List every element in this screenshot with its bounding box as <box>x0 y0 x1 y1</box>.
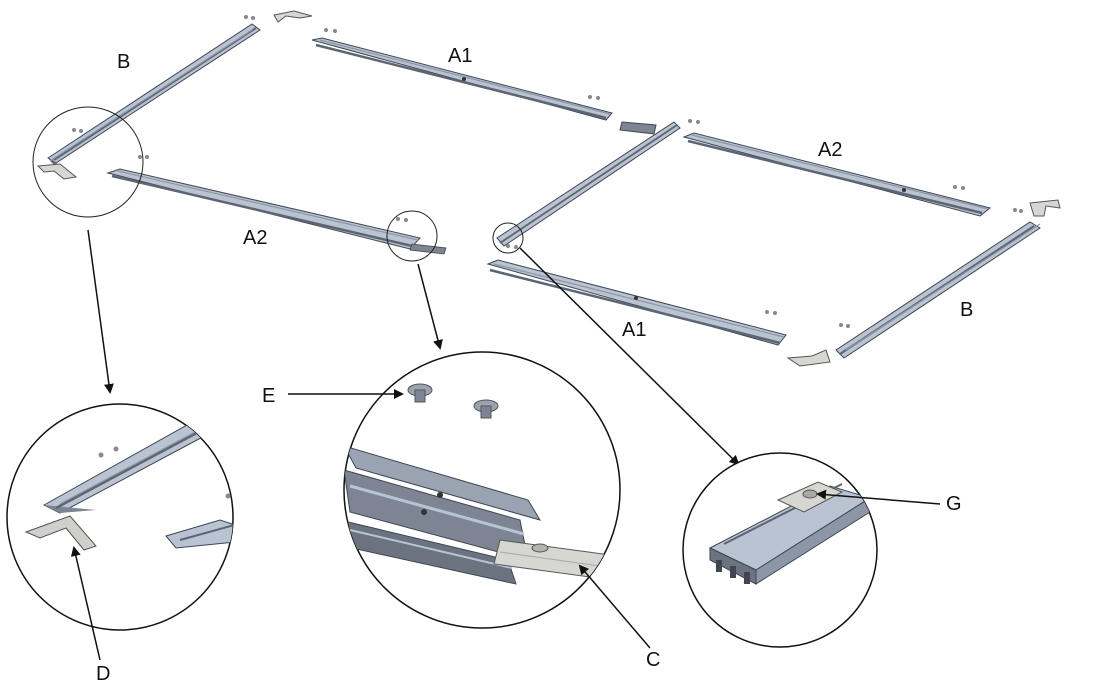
screws-right <box>506 119 1023 328</box>
rail-b-right <box>835 221 1041 359</box>
callout-circle-c-source <box>386 210 438 262</box>
arrow-to-detail-c <box>417 263 443 350</box>
label-g: G <box>946 493 962 515</box>
rail-a1-top <box>311 37 613 121</box>
label-b-left: B <box>117 51 130 73</box>
label-a1-bottom: A1 <box>622 319 646 341</box>
leader-g <box>816 489 941 505</box>
label-c: C <box>646 649 660 671</box>
rail-center-diagonal <box>496 121 681 247</box>
detail-d <box>6 403 234 631</box>
label-b-right: B <box>960 299 973 321</box>
leader-c <box>578 564 651 649</box>
label-d: D <box>96 663 110 685</box>
screws-e <box>407 383 499 419</box>
callout-circle-d-source <box>32 106 144 218</box>
corner-connector-bottom-left <box>36 163 78 180</box>
rail-a2-right <box>682 132 992 217</box>
detail-g <box>682 452 878 648</box>
leader-d <box>70 546 101 661</box>
corner-connector-top-left <box>273 10 313 23</box>
corner-connector-right-bottom <box>786 349 831 367</box>
arrow-to-detail-d <box>87 229 114 394</box>
right-frame <box>486 119 1061 367</box>
label-a2-right: A2 <box>818 139 842 161</box>
label-a1-top: A1 <box>448 45 472 67</box>
arrow-to-detail-g <box>519 247 740 466</box>
connector-plate-a1 <box>619 121 657 135</box>
corner-connector-right-top <box>1029 199 1061 217</box>
rail-b-left <box>47 23 261 168</box>
screws-top-left <box>72 15 600 222</box>
callout-circle-g-source <box>492 222 524 254</box>
rail-a1-bottom <box>486 259 787 346</box>
rail-a2-left <box>106 168 447 255</box>
left-frame <box>36 10 657 255</box>
label-a2-left: A2 <box>243 227 267 249</box>
label-e: E <box>262 385 275 407</box>
